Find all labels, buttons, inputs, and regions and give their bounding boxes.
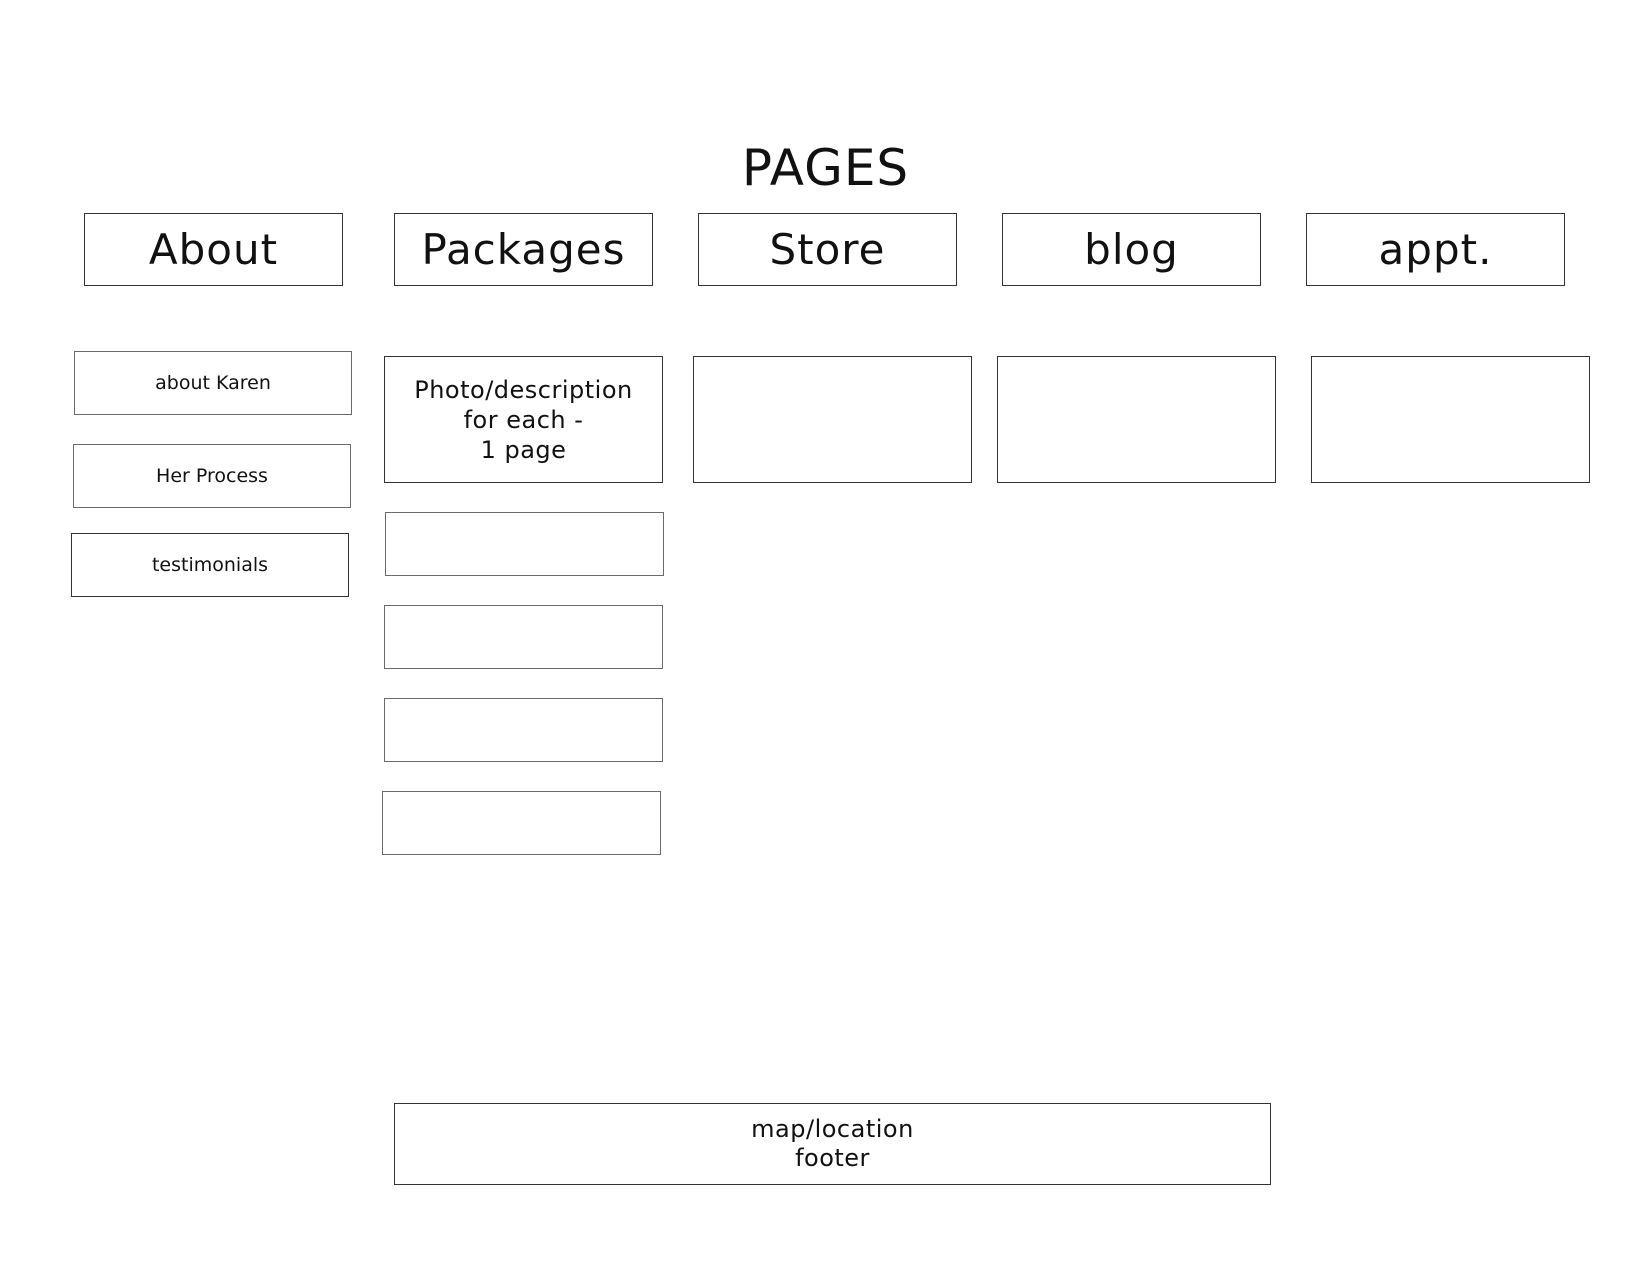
nav-box-blog[interactable]: blog [1002,213,1261,286]
nav-box-about[interactable]: About [84,213,343,286]
subpage-package-3[interactable] [384,605,663,669]
subpage-package-description[interactable]: Photo/description for each - 1 page [384,356,663,483]
nav-box-packages[interactable]: Packages [394,213,653,286]
subpage-store[interactable] [693,356,972,483]
subpage-about-karen[interactable]: about Karen [74,351,352,415]
nav-box-store[interactable]: Store [698,213,957,286]
subpage-package-2[interactable] [385,512,664,576]
subpage-testimonials[interactable]: testimonials [71,533,349,597]
subpage-her-process[interactable]: Her Process [73,444,351,508]
pages-title: PAGES [741,139,910,197]
subpage-appt[interactable] [1311,356,1590,483]
subpage-package-5[interactable] [382,791,661,855]
subpage-blog[interactable] [997,356,1276,483]
subpage-package-4[interactable] [384,698,663,762]
footer-box[interactable]: map/location footer [394,1103,1271,1185]
nav-box-appt[interactable]: appt. [1306,213,1565,286]
